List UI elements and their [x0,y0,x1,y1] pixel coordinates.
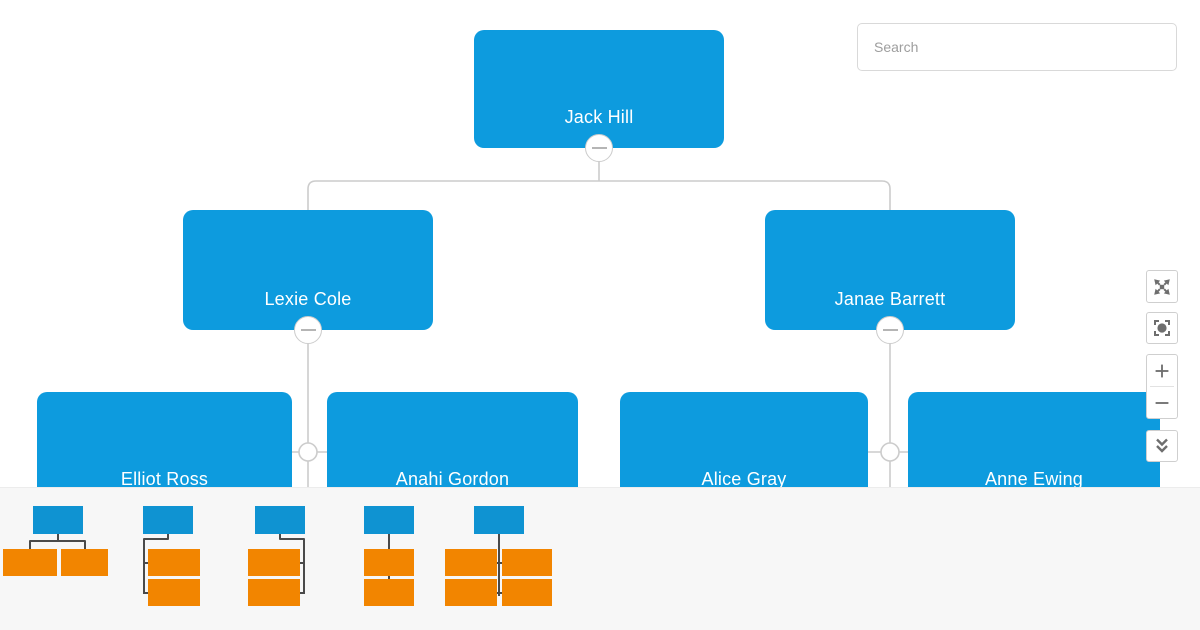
expand-button[interactable] [1146,270,1178,303]
layout-normal-icon [3,506,108,576]
layout-option-normal[interactable] [2,506,109,610]
minus-icon [882,329,898,331]
collapse-node-button[interactable] [294,316,322,344]
collapse-all-icon [1156,438,1168,453]
collapse-all-button[interactable] [1146,430,1178,462]
expand-arrows-icon [1154,278,1170,295]
layout-grid-icon [445,506,552,606]
divider [1150,386,1174,387]
node-name-label: Anne Ewing [984,469,1084,489]
link-junction-dot [880,442,900,462]
node-name-label: Lexie Cole [264,289,352,309]
node-name-label: Alice Gray [701,469,787,489]
zoom-in-button[interactable] [1147,355,1177,386]
minus-icon [300,329,316,331]
fit-to-screen-button[interactable] [1146,312,1178,344]
node-name-label: Janae Barrett [834,289,946,309]
collapse-node-button[interactable] [585,134,613,162]
zoom-control [1146,354,1178,419]
zoom-out-icon [1155,401,1169,404]
chart-toolbar [1146,270,1178,462]
layout-option-tree-right[interactable] [248,506,306,610]
org-node-lexie-cole[interactable]: Lexie Cole [183,210,433,330]
collapse-node-button[interactable] [876,316,904,344]
zoom-out-button[interactable] [1147,387,1177,418]
node-name-label: Jack Hill [564,107,634,127]
org-node-jack-hill[interactable]: Jack Hill [474,30,724,148]
org-node-janae-barrett[interactable]: Janae Barrett [765,210,1015,330]
layout-picker-panel [0,487,1200,630]
layout-tree-left-icon [143,506,200,606]
layout-tree-right-icon [248,506,305,606]
layout-option-tree-left[interactable] [143,506,201,610]
layout-vertical-icon [364,506,414,606]
link-junction-dot [298,442,318,462]
zoom-in-icon [1155,364,1169,377]
node-name-label: Elliot Ross [120,469,209,489]
minus-icon [591,147,607,149]
layout-option-vertical[interactable] [363,506,416,610]
node-name-label: Anahi Gordon [395,469,510,489]
search-input[interactable] [857,23,1177,71]
layout-option-grid[interactable] [445,506,553,610]
fit-screen-icon [1154,320,1170,336]
